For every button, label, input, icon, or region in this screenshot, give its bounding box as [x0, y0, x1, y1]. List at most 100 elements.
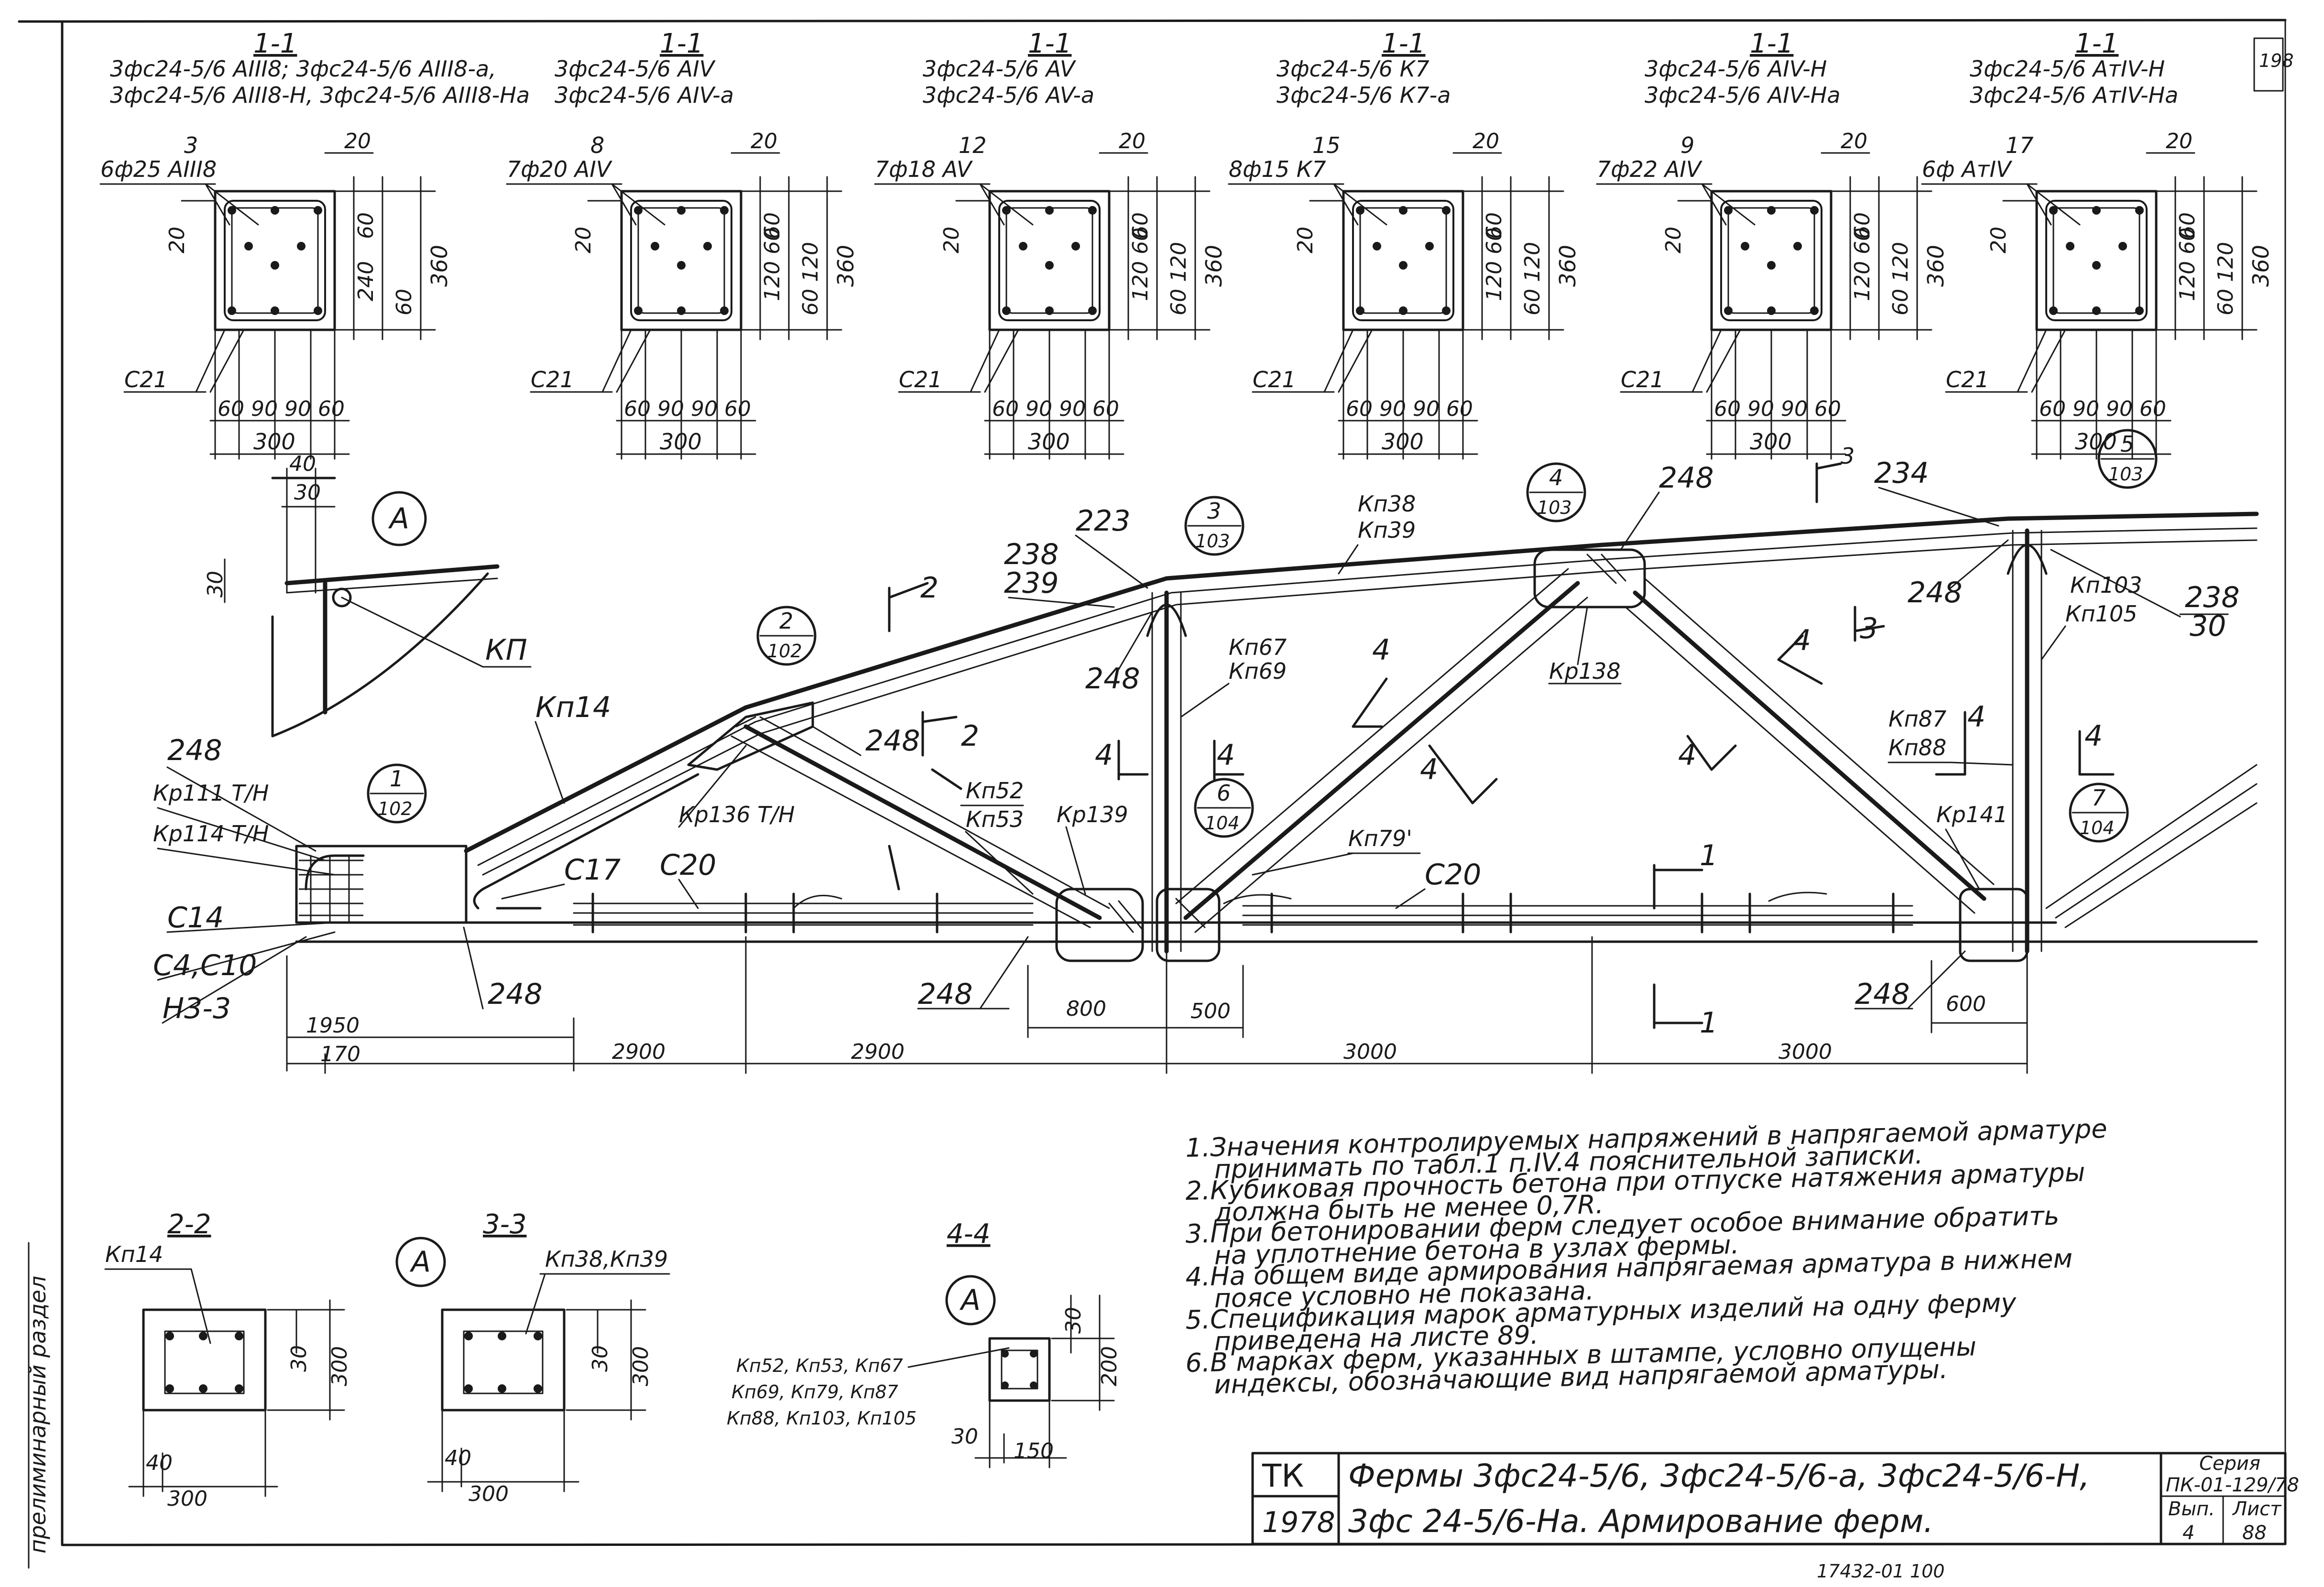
- label-248-f: 248: [1908, 576, 1963, 609]
- dim-1950: 1950: [306, 1013, 360, 1038]
- section-4-4: 4-4 А Кп52, Кп53, Кп67 Кп69, Кп79, Кп87 …: [727, 1218, 1122, 1468]
- section-3-3: А 3-3 Кп38,Кп39 30 300 40 300: [395, 1209, 670, 1506]
- dim-500: 500: [1190, 999, 1231, 1023]
- label-c20-b: С20: [1425, 858, 1481, 891]
- label-234: 234: [1874, 457, 1929, 490]
- section-card-dim-mid: 240: [354, 261, 378, 301]
- sheet-corner-number: 198: [2259, 50, 2294, 71]
- section-card-title: 1-1: [1750, 28, 1793, 59]
- section-card-bars: 8ф15 К7: [1229, 156, 1326, 182]
- section-card-dim-mid: 120 60: [1482, 228, 1506, 301]
- section-card-bars: 7ф18 AV: [875, 156, 973, 182]
- cut-marks-4: 4 4 4 4 4 4 4 4: [1095, 624, 2115, 804]
- dim-800: 800: [1066, 997, 1106, 1021]
- dim-170: 170: [320, 1042, 360, 1066]
- section-card-bottom-dims: 60 90 90 60: [992, 397, 1119, 421]
- label-248-b: 248: [488, 978, 543, 1011]
- bubble-6-bottom: 104: [1205, 813, 1240, 834]
- section-card-mark-1: 3фс24-5/6 AIV: [555, 56, 716, 82]
- general-notes: 1.Значения контролируемых напряжений в н…: [1185, 1114, 2107, 1400]
- section-card-bottom-dims: 60 90 90 60: [218, 397, 345, 421]
- section-card-dim-lower: 60 120: [798, 242, 823, 315]
- section-4-4-w30: 30: [951, 1424, 978, 1449]
- title-block-bottom-code: 17432-01 100: [1817, 1561, 1945, 1582]
- section-4-4-kn-2: Кп69, Кп79, Кп87: [731, 1381, 898, 1402]
- node-bubble-4: 4 103: [1526, 462, 1586, 522]
- detail-a-kn-label: КП: [485, 633, 527, 667]
- bubble-4-top: 4: [1549, 465, 1563, 490]
- section-card-mark-1: 3фс24-5/6 AV: [923, 56, 1077, 82]
- label-kp136: Кр136 Т/Н: [679, 802, 795, 827]
- section-card-dim-upper: 60: [2175, 212, 2200, 239]
- label-248-c: 248: [865, 724, 920, 758]
- section-card-dim-top: 20: [1293, 227, 1318, 253]
- label-kn53: Кп53: [966, 806, 1024, 832]
- section-3-3-detail-bubble: [395, 1237, 446, 1287]
- section-card-dim-upper: 60: [354, 212, 378, 239]
- cut-3b-label: 3: [1860, 612, 1878, 645]
- section-card-dim-total: 360: [833, 245, 859, 287]
- title-block-list: 88: [2242, 1522, 2267, 1544]
- cut-1b-label: 1: [1700, 1006, 1718, 1040]
- section-4-4-detail-bubble: [945, 1275, 996, 1326]
- section-card-title: 1-1: [660, 28, 703, 59]
- section-card-dim-total: 360: [2248, 245, 2274, 287]
- label-kn39: Кп39: [1358, 517, 1416, 543]
- section-card-dim-side: 20: [344, 129, 371, 153]
- label-30-right: 30: [2190, 609, 2226, 643]
- section-card-title: 1-1: [1382, 28, 1425, 59]
- section-3-3-title: 3-3: [483, 1209, 526, 1240]
- section-3-3-kn: Кп38,Кп39: [545, 1246, 668, 1272]
- section-card-dim-total: 360: [1201, 245, 1227, 287]
- truss-dimensions: 800 500 600 1950 170 2900 2900 3000 3000: [286, 936, 2028, 1074]
- truss-node-kp139: [1055, 888, 1144, 962]
- section-card-dim-side: 20: [2166, 129, 2193, 153]
- section-2-2-title: 2-2: [167, 1209, 211, 1240]
- section-card-mark-2: 3фс24-5/6 AIV-На: [1645, 82, 1841, 108]
- cut-4g-label: 4: [1967, 700, 1986, 734]
- section-card-stirrup-label: С21: [1946, 367, 1989, 392]
- section-4-4-title: 4-4: [947, 1218, 990, 1250]
- label-kp139: Кр139: [1057, 802, 1128, 827]
- section-card-mark-1: 3фс24-5/6 К7: [1277, 56, 1429, 82]
- detail-a-dim-30b: 30: [203, 571, 228, 598]
- section-card-dim-side: 20: [1119, 129, 1146, 153]
- label-223: 223: [1076, 504, 1131, 538]
- section-4-4-d30: 30: [1061, 1307, 1086, 1334]
- section-2-2-d300: 300: [327, 1346, 352, 1386]
- section-4-4-kn-3: Кп88, Кп103, Кп105: [727, 1408, 917, 1429]
- node-bubble-3: 3 103: [1184, 496, 1244, 556]
- label-248-e: 248: [1659, 461, 1714, 495]
- section-card-dim-upper: 60: [1482, 212, 1506, 239]
- label-248-h: 248: [1855, 978, 1910, 1011]
- section-card-stirrup-label: С21: [124, 367, 168, 392]
- left-margin-text: прелиминарный раздел: [25, 1276, 51, 1554]
- cut-1a-label: 1: [1700, 839, 1718, 872]
- bubble-5-bottom: 103: [2108, 464, 2143, 485]
- section-4-4-kn-1: Кп52, Кп53, Кп67: [736, 1355, 903, 1376]
- section-card-width: 300: [660, 429, 702, 455]
- section-card-bottom-dims: 60 90 90 60: [1346, 397, 1473, 421]
- section-card-width: 300: [2075, 429, 2117, 455]
- cut-mark-3: 3 3: [1815, 443, 1885, 645]
- section-card-bar-count: 3: [184, 132, 198, 158]
- section-card-bar-count: 12: [959, 132, 987, 158]
- section-3-3-detail-letter: А: [409, 1245, 431, 1279]
- detail-a-dim-30: 30: [294, 480, 321, 505]
- bubble-1-bottom: 102: [378, 798, 413, 819]
- dim-2900-b: 2900: [851, 1040, 905, 1064]
- label-kn79: Кп79': [1348, 826, 1412, 851]
- cut-marks-1: 1 1: [1653, 839, 1718, 1040]
- title-block-year: 1978: [1262, 1506, 1335, 1539]
- cut-4c-label: 4: [1372, 633, 1390, 667]
- dim-2900-a: 2900: [612, 1040, 666, 1064]
- section-3-3-d30: 30: [588, 1345, 612, 1372]
- section-3-3-w300: 300: [469, 1482, 509, 1506]
- label-kn87: Кп87: [1888, 706, 1946, 732]
- section-card-dim-total: 360: [1923, 245, 1949, 287]
- dim-3000-a: 3000: [1343, 1040, 1397, 1064]
